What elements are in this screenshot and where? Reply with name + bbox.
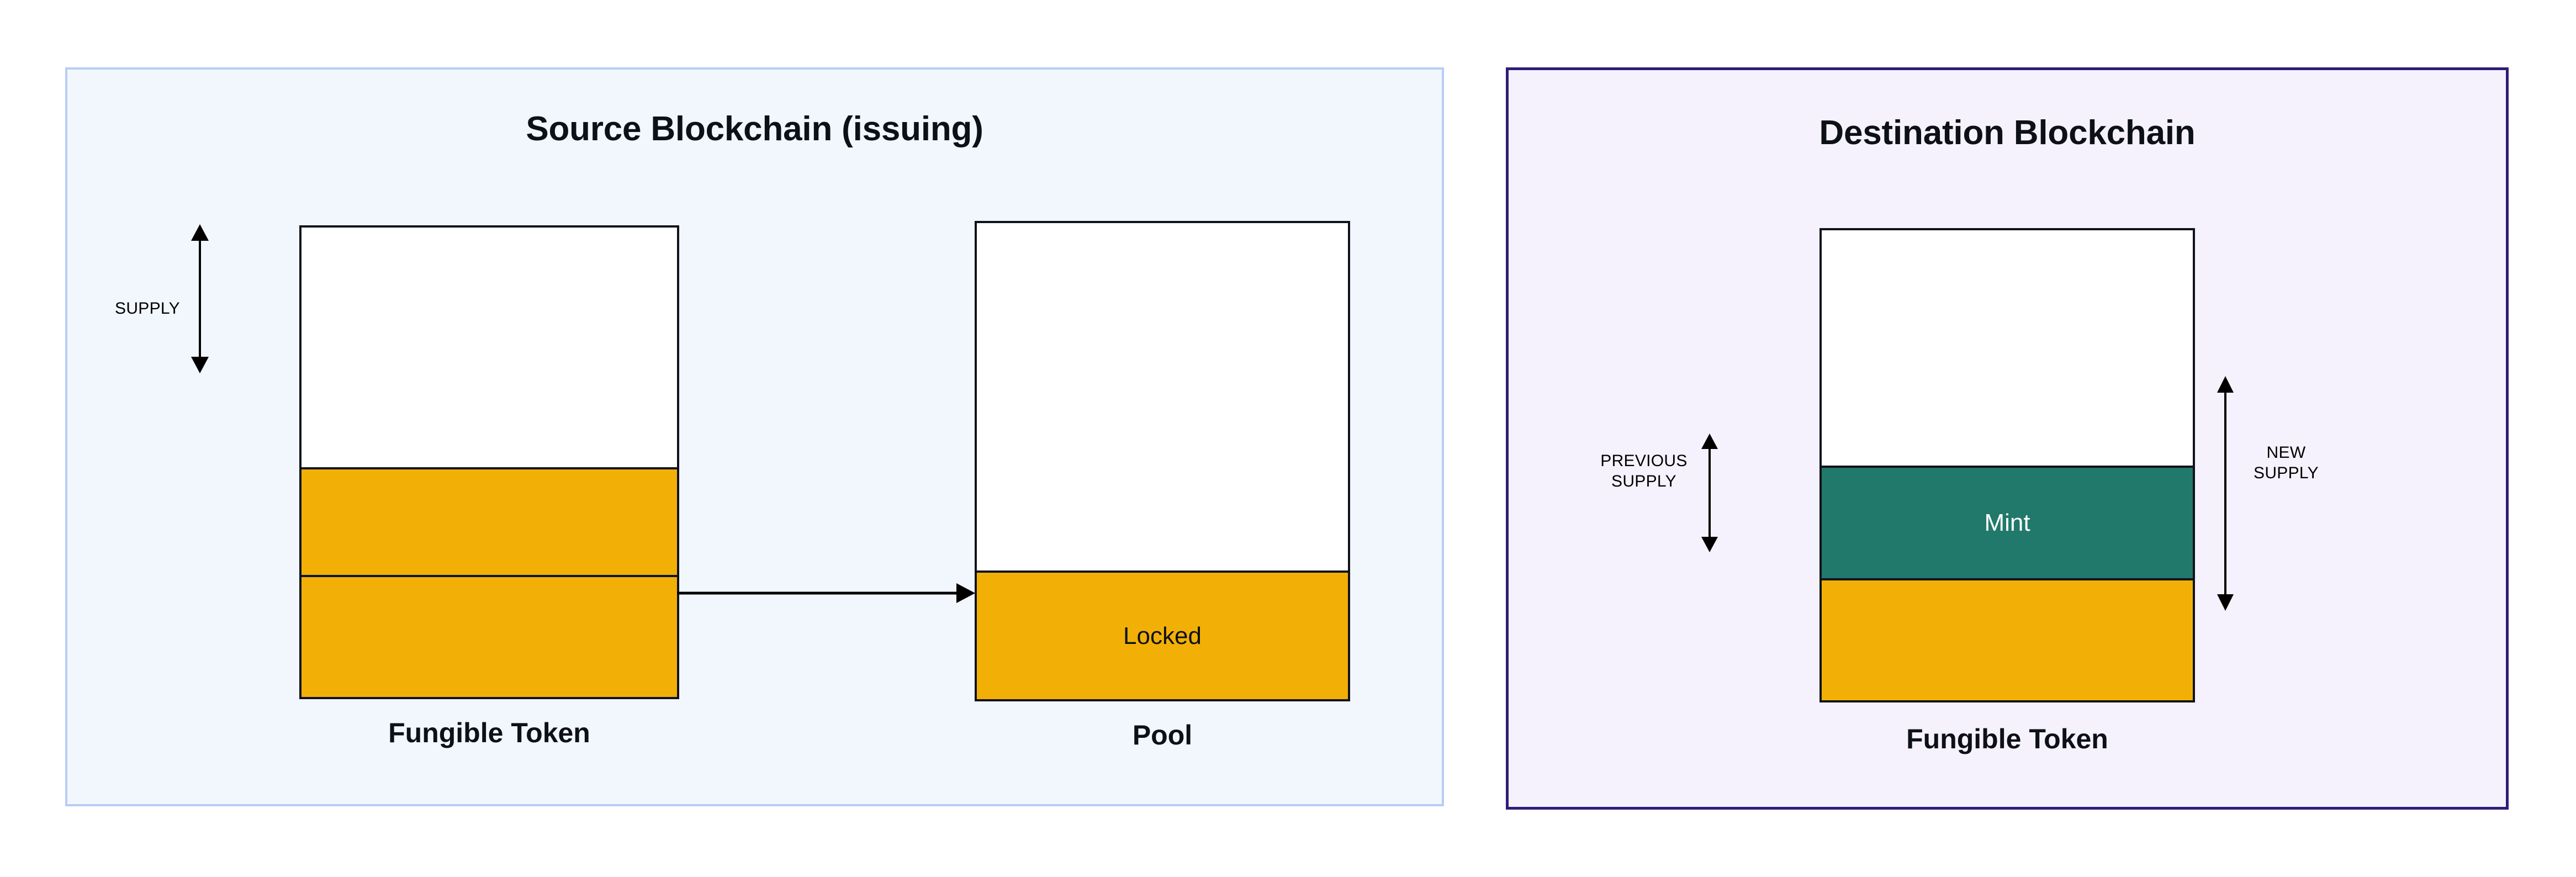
source-blockchain-panel: Source Blockchain (issuing) SUPPLY Fungi… bbox=[65, 67, 1444, 806]
supply-measure-arrow bbox=[189, 224, 211, 373]
dest-ft-segment-mint: Mint bbox=[1822, 465, 2193, 578]
previous-supply-measure-arrow bbox=[1699, 434, 1721, 552]
source-fungible-token-caption: Fungible Token bbox=[388, 717, 590, 748]
source-fungible-token-bar bbox=[299, 225, 679, 699]
source-ft-segment-supply-upper bbox=[301, 467, 677, 575]
pool-segment-locked: Locked bbox=[977, 570, 1348, 699]
destination-panel-title: Destination Blockchain bbox=[1819, 114, 2196, 152]
pool-caption: Pool bbox=[1132, 720, 1193, 751]
new-supply-measure-label: NEW SUPPLY bbox=[2254, 443, 2319, 482]
supply-measure-label: SUPPLY bbox=[115, 299, 180, 318]
destination-blockchain-panel: Destination Blockchain PREVIOUS SUPPLY M… bbox=[1506, 67, 2509, 810]
dest-ft-segment-previous-supply bbox=[1822, 578, 2193, 700]
source-panel-title: Source Blockchain (issuing) bbox=[526, 110, 983, 148]
destination-fungible-token-caption: Fungible Token bbox=[1906, 723, 2108, 754]
dest-ft-segment-headroom bbox=[1822, 230, 2193, 466]
source-ft-segment-supply-lower bbox=[301, 575, 677, 697]
source-ft-segment-headroom bbox=[301, 228, 677, 467]
previous-supply-measure-label: PREVIOUS SUPPLY bbox=[1600, 452, 1688, 490]
new-supply-measure-arrow bbox=[2214, 376, 2236, 611]
destination-fungible-token-bar: Mint bbox=[1819, 228, 2195, 702]
transfer-arrow-icon bbox=[677, 582, 975, 607]
pool-segment-headroom bbox=[977, 223, 1348, 571]
pool-bar: Locked bbox=[975, 221, 1350, 701]
